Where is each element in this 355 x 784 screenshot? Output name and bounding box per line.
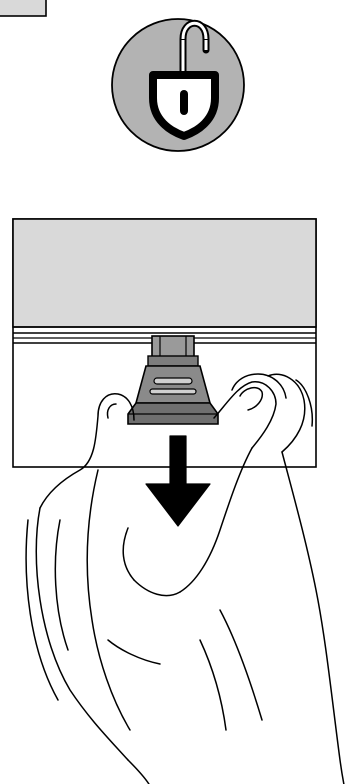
- corner-box: [0, 0, 46, 16]
- unlocked-padlock-icon: [112, 19, 244, 151]
